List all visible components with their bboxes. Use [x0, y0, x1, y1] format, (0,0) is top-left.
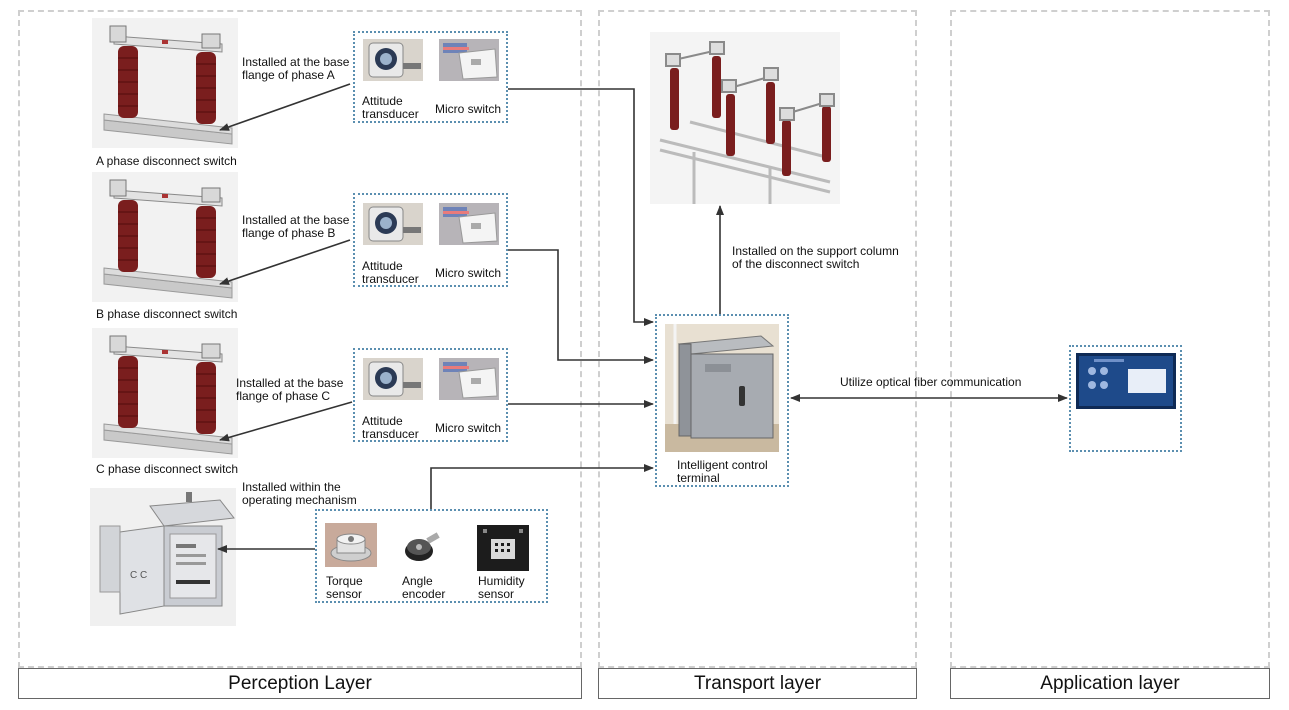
phase-a-sensor-box: Attitude transducer Micro switch [353, 31, 508, 123]
control-cabinet-image [665, 324, 779, 452]
micro-switch-image [439, 39, 499, 81]
operating-mechanism-image: C C [90, 488, 236, 626]
mechanism-sensor-box: Torque sensor Angle encoder Humidity sen… [315, 509, 548, 603]
angle-encoder-label: Angle encoder [402, 574, 446, 601]
humidity-sensor-image [477, 525, 529, 571]
phase-a-install-note: Installed at the base flange of phase A [242, 55, 350, 82]
monitor-screen-image [1076, 353, 1176, 409]
phase-b-caption: B phase disconnect switch [96, 307, 238, 321]
phase-b-switch-image [92, 172, 238, 302]
application-layer-label: Application layer [950, 668, 1270, 699]
torque-sensor-image [325, 523, 377, 567]
micro-switch-image [439, 203, 499, 245]
phase-c-switch-image [92, 328, 238, 458]
phase-c-install-note: Installed at the base flange of phase C [236, 376, 344, 403]
torque-sensor-label: Torque sensor [326, 574, 363, 601]
attitude-transducer-image [363, 358, 423, 400]
transport-layer-label: Transport layer [598, 668, 917, 699]
phase-a-sensor2-label: Micro switch [435, 102, 502, 116]
phase-b-install-note: Installed at the base flange of phase B [242, 213, 350, 240]
phase-b-sensor2-label: Micro switch [435, 266, 502, 280]
phase-a-switch-image [92, 18, 238, 148]
optical-link-label: Utilize optical fiber communication [840, 375, 1022, 389]
phase-a-sensor1-label: Attitude transducer [362, 94, 419, 121]
phase-c-sensor1-label: Attitude transducer [362, 414, 419, 441]
phase-c-caption: C phase disconnect switch [96, 462, 239, 476]
attitude-transducer-image [363, 39, 423, 81]
three-phase-switch-image [650, 32, 840, 204]
angle-encoder-icon [399, 525, 447, 565]
phase-c-sensor2-label: Micro switch [435, 421, 502, 435]
perception-layer-label: Perception Layer [18, 668, 582, 699]
application-device-box [1069, 345, 1182, 452]
phase-c-sensor-box: Attitude transducer Micro switch [353, 348, 508, 442]
terminal-install-note: Installed on the support column of the d… [732, 244, 899, 271]
attitude-transducer-image [363, 203, 423, 245]
phase-a-caption: A phase disconnect switch [96, 154, 237, 168]
phase-b-sensor-box: Attitude transducer Micro switch [353, 193, 508, 287]
application-layer-frame [950, 10, 1270, 668]
micro-switch-image [439, 358, 499, 400]
mechanism-install-note: Installed within the operating mechanism [242, 480, 357, 507]
intelligent-control-terminal: Intelligent control terminal [655, 314, 789, 487]
svg-text:C C: C C [130, 570, 147, 581]
phase-b-sensor1-label: Attitude transducer [362, 259, 419, 286]
humidity-sensor-label: Humidity sensor [478, 574, 525, 601]
terminal-caption: Intelligent control terminal [677, 458, 768, 485]
